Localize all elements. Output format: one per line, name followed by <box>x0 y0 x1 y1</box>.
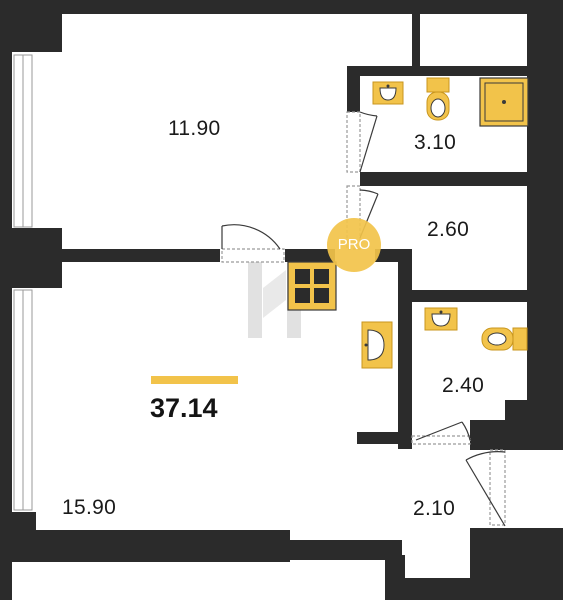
stove-icon <box>287 261 337 311</box>
total-area: 37.14 <box>150 393 218 423</box>
room-area-bath-2: 2.40 <box>442 374 485 397</box>
total-area-bar <box>151 376 238 384</box>
shower-icon <box>479 77 529 127</box>
room-area-hall-1: 2.60 <box>427 218 470 241</box>
bath-2-fixtures <box>424 307 528 351</box>
room-area-bath-1: 3.10 <box>414 131 457 154</box>
sink-icon <box>372 81 404 105</box>
toilet-icon <box>426 77 450 121</box>
toilet-icon <box>481 327 528 351</box>
sink-icon <box>424 307 458 331</box>
pro-badge-label: PRO <box>337 236 371 253</box>
sink-icon <box>361 321 393 369</box>
room-area-living: 11.90 <box>168 117 221 140</box>
bath-1-fixtures <box>372 77 529 127</box>
pro-badge-icon <box>327 218 381 272</box>
room-area-entry: 2.10 <box>413 497 456 520</box>
windows <box>13 54 33 511</box>
room-area-main: 15.90 <box>62 496 117 519</box>
